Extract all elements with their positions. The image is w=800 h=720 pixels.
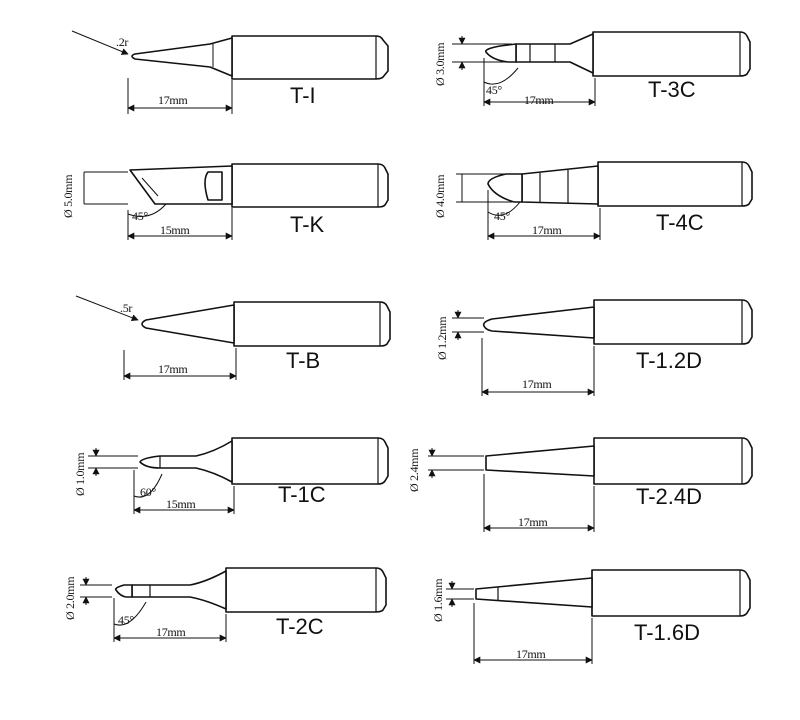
angle-label: 45° (132, 209, 148, 223)
tip-t-1-6d: Ø 1.6mm 17mm T-1.6D (431, 569, 751, 664)
tip-t-1c: Ø 1.0mm 60° 15mm T-1C (73, 437, 389, 514)
angle-label: 60° (140, 485, 156, 499)
tip-name: T-2C (276, 614, 324, 639)
diameter-label: Ø 1.2mm (435, 316, 449, 360)
tip-t-i: .2r 17mm T-I (71, 30, 389, 114)
length-label: 17mm (158, 362, 188, 376)
diameter-label: Ø 5.0mm (61, 174, 75, 218)
tip-name: T-1C (278, 482, 326, 507)
tip-name: T-2.4D (636, 484, 702, 509)
length-label: 15mm (160, 223, 190, 237)
length-label: 17mm (532, 223, 562, 237)
tip-name: T-K (290, 212, 325, 237)
diameter-label: Ø 3.0mm (433, 42, 447, 86)
tip-t-b: .5r 17mm T-B (75, 295, 391, 380)
radius-label: .5r (120, 301, 132, 315)
tip-name: T-1.2D (636, 348, 702, 373)
diameter-label: Ø 1.6mm (431, 578, 445, 622)
length-label: 15mm (166, 497, 196, 511)
tip-t-k: Ø 5.0mm 45° 15mm T-K (61, 163, 389, 240)
length-label: 17mm (518, 515, 548, 529)
angle-label: 45° (118, 613, 134, 627)
diameter-label: Ø 2.0mm (63, 576, 77, 620)
length-label: 17mm (522, 377, 552, 391)
tip-t-2c: Ø 2.0mm 45° 17mm T-2C (63, 567, 387, 642)
angle-label: 45° (486, 83, 502, 97)
tip-t-1-2d: Ø 1.2mm 17mm T-1.2D (435, 299, 753, 396)
tip-name: T-3C (648, 77, 696, 102)
tip-name: T-4C (656, 210, 704, 235)
tip-name: T-B (286, 348, 320, 373)
angle-label: 45° (494, 209, 510, 223)
length-label: 17mm (516, 647, 546, 661)
diameter-label: Ø 1.0mm (73, 452, 87, 496)
length-label: 17mm (524, 93, 554, 107)
radius-label: .2r (116, 35, 128, 49)
tip-name: T-I (290, 83, 316, 108)
tip-name: T-1.6D (634, 620, 700, 645)
diameter-label: Ø 2.4mm (407, 448, 421, 492)
tip-t-2-4d: Ø 2.4mm 17mm T-2.4D (407, 437, 753, 532)
tip-t-3c: Ø 3.0mm 45° 17mm T-3C (433, 31, 751, 107)
tip-t-4c: Ø 4.0mm 45° 17mm T-4C (433, 161, 753, 240)
diameter-label: Ø 4.0mm (433, 174, 447, 218)
length-label: 17mm (156, 625, 186, 639)
length-label: 17mm (158, 93, 188, 107)
